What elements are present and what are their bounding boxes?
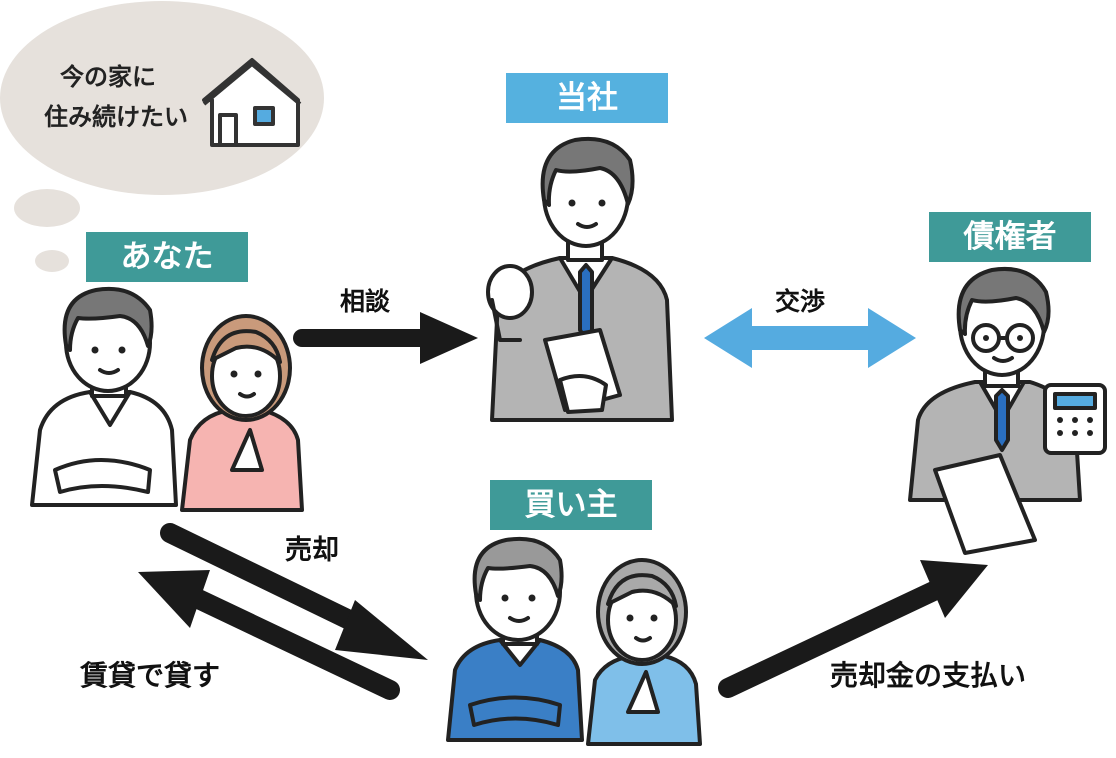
negotiate-arrow	[704, 308, 916, 368]
payment-arrow	[718, 560, 988, 698]
bubble-line-2: 住み続けたい	[44, 103, 188, 131]
consult-arrow	[293, 312, 478, 364]
calculator-icon	[1043, 383, 1107, 455]
negotiate-label: 交渉	[775, 287, 826, 316]
consult-label: 相談	[340, 287, 391, 316]
creditor-figure	[908, 267, 1107, 555]
you-couple-figure	[30, 286, 304, 512]
creditor-tag: 債権者	[929, 212, 1091, 262]
sell-arrow	[160, 523, 428, 660]
company-tag: 当社	[506, 73, 668, 123]
company-staff-figure	[486, 136, 674, 422]
lease-label: 賃貸で貸す	[80, 659, 221, 692]
bubble-line-1: 今の家に	[60, 63, 156, 91]
buyer-couple-figure	[446, 536, 702, 746]
sell-label: 売却	[285, 535, 339, 566]
lease-arrow	[138, 570, 400, 700]
house-icon	[202, 58, 302, 147]
payment-label: 売却金の支払い	[830, 659, 1027, 692]
you-tag: あなた	[86, 232, 248, 282]
buyer-tag: 買い主	[490, 480, 652, 530]
